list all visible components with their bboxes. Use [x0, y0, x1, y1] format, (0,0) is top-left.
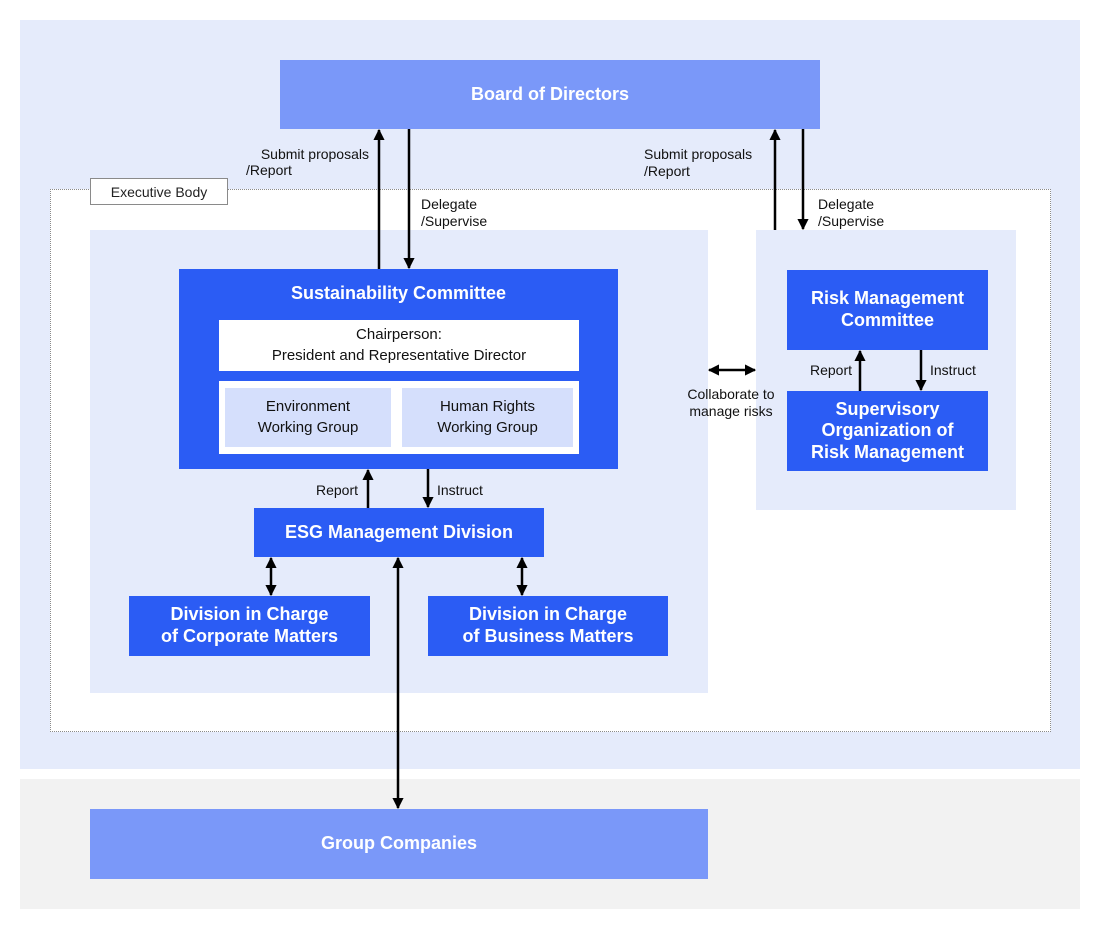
business-matters-division-box: Division in Charge of Business Matters: [428, 596, 668, 656]
human-rights-wg-line1: Human Rights: [439, 398, 536, 416]
board-of-directors-box: Board of Directors: [280, 60, 820, 129]
human-rights-working-group: Human Rights Working Group: [402, 388, 573, 447]
supervisory-organization-box: Supervisory Organization of Risk Managem…: [787, 391, 988, 471]
corporate-division-line2: of Corporate Matters: [160, 626, 339, 646]
risk-report-label: Report: [809, 362, 852, 378]
right-submit-line2: /Report: [644, 162, 690, 179]
executive-body-label: Executive Body: [90, 178, 228, 205]
corporate-matters-division-box: Division in Charge of Corporate Matters: [129, 596, 370, 656]
supervisory-line2: Organization of: [821, 420, 954, 441]
right-delegate-label: Delegate /Supervise: [818, 196, 938, 230]
supervisory-line3: Risk Management: [810, 441, 965, 462]
left-delegate-label: Delegate /Supervise: [421, 196, 541, 230]
collaborate-line1: Collaborate to: [687, 386, 775, 402]
left-delegate-line2: /Supervise: [421, 212, 488, 229]
business-division-line2: of Business Matters: [462, 626, 634, 646]
risk-management-committee-box: Risk Management Committee: [787, 270, 988, 350]
environment-wg-line2: Working Group: [257, 418, 359, 436]
esg-management-division-label: ESG Management Division: [284, 521, 514, 542]
chairperson-name: President and Representative Director: [271, 346, 527, 364]
esg-management-division-box: ESG Management Division: [254, 508, 544, 557]
left-submit-label: Submit proposals: [205, 146, 369, 163]
right-delegate-line1: Delegate: [818, 196, 875, 212]
environment-working-group: Environment Working Group: [225, 388, 391, 447]
board-of-directors-label: Board of Directors: [470, 83, 630, 104]
supervisory-line1: Supervisory: [835, 398, 940, 419]
right-submit-label: Submit proposals /Report: [644, 146, 774, 180]
left-report-label: /Report: [246, 162, 366, 179]
business-division-line1: Division in Charge: [468, 604, 628, 625]
sc-instruct-label: Instruct: [437, 482, 483, 498]
risk-instruct-label: Instruct: [930, 362, 976, 378]
risk-committee-line1: Risk Management: [810, 288, 965, 309]
chairperson-label: Chairperson:: [356, 326, 442, 344]
collaborate-label: Collaborate to manage risks: [668, 386, 794, 420]
right-delegate-line2: /Supervise: [818, 212, 885, 229]
chairperson-box: Chairperson: President and Representativ…: [219, 320, 579, 371]
right-submit-line1: Submit proposals: [644, 146, 753, 162]
risk-committee-line2: Committee: [840, 310, 934, 330]
human-rights-wg-line2: Working Group: [437, 418, 538, 436]
collaborate-line2: manage risks: [689, 402, 773, 419]
corporate-division-line1: Division in Charge: [170, 604, 329, 625]
sc-report-label: Report: [315, 482, 358, 498]
left-delegate-line1: Delegate: [421, 196, 478, 212]
left-submit-line1: Submit proposals: [260, 146, 369, 162]
left-submit-line2: /Report: [246, 162, 292, 178]
sustainability-committee-title: Sustainability Committee: [290, 283, 507, 303]
group-companies-box: Group Companies: [90, 809, 708, 879]
group-companies-label: Group Companies: [320, 833, 477, 854]
environment-wg-line1: Environment: [265, 398, 351, 416]
